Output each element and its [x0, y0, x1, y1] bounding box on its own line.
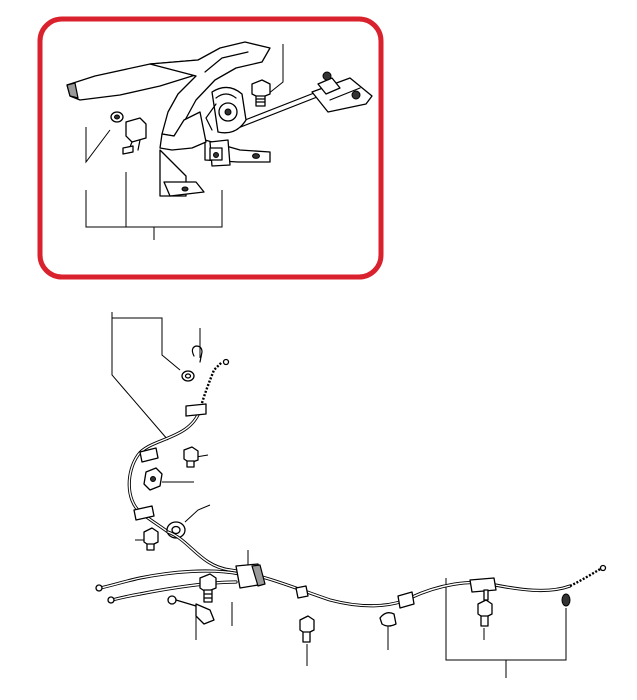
rear-right-bolt-icon: [477, 599, 493, 627]
rear-cable-icon: [166, 530, 607, 608]
parking-brake-cable-group[interactable]: [95, 312, 607, 678]
lever-leader-lines: [85, 44, 284, 240]
rear-bracket-icon: [469, 577, 497, 601]
cable-bracket-icon: [379, 591, 415, 627]
lever-nut-icon: [110, 111, 124, 123]
parking-brake-lever-group[interactable]: [37, 16, 384, 280]
rear-left-clip-icon: [167, 595, 215, 625]
brake-switch-icon: [122, 117, 147, 155]
highlight-frame: [37, 16, 384, 280]
front-cable-icon: [127, 358, 230, 534]
cable-clip-icon: [191, 345, 203, 363]
washer-icon: [181, 370, 195, 382]
lower-bolt-icon: [143, 527, 159, 551]
equalizer-icon: [235, 563, 266, 589]
cable-leader-lines: [111, 312, 567, 678]
rear-left-bolt-icon: [199, 573, 217, 603]
cable-clamp-icon: [295, 585, 309, 599]
cable-end-icon: [561, 593, 571, 607]
front-bolt-icon: [183, 446, 199, 468]
lever-base-icon: [159, 139, 271, 197]
front-nut-icon: [143, 467, 163, 491]
hand-lever-icon: [66, 41, 271, 151]
lever-bolt-icon: [251, 79, 271, 107]
equalizer-bracket-icon: [311, 71, 373, 113]
center-bolt-icon: [299, 615, 315, 643]
